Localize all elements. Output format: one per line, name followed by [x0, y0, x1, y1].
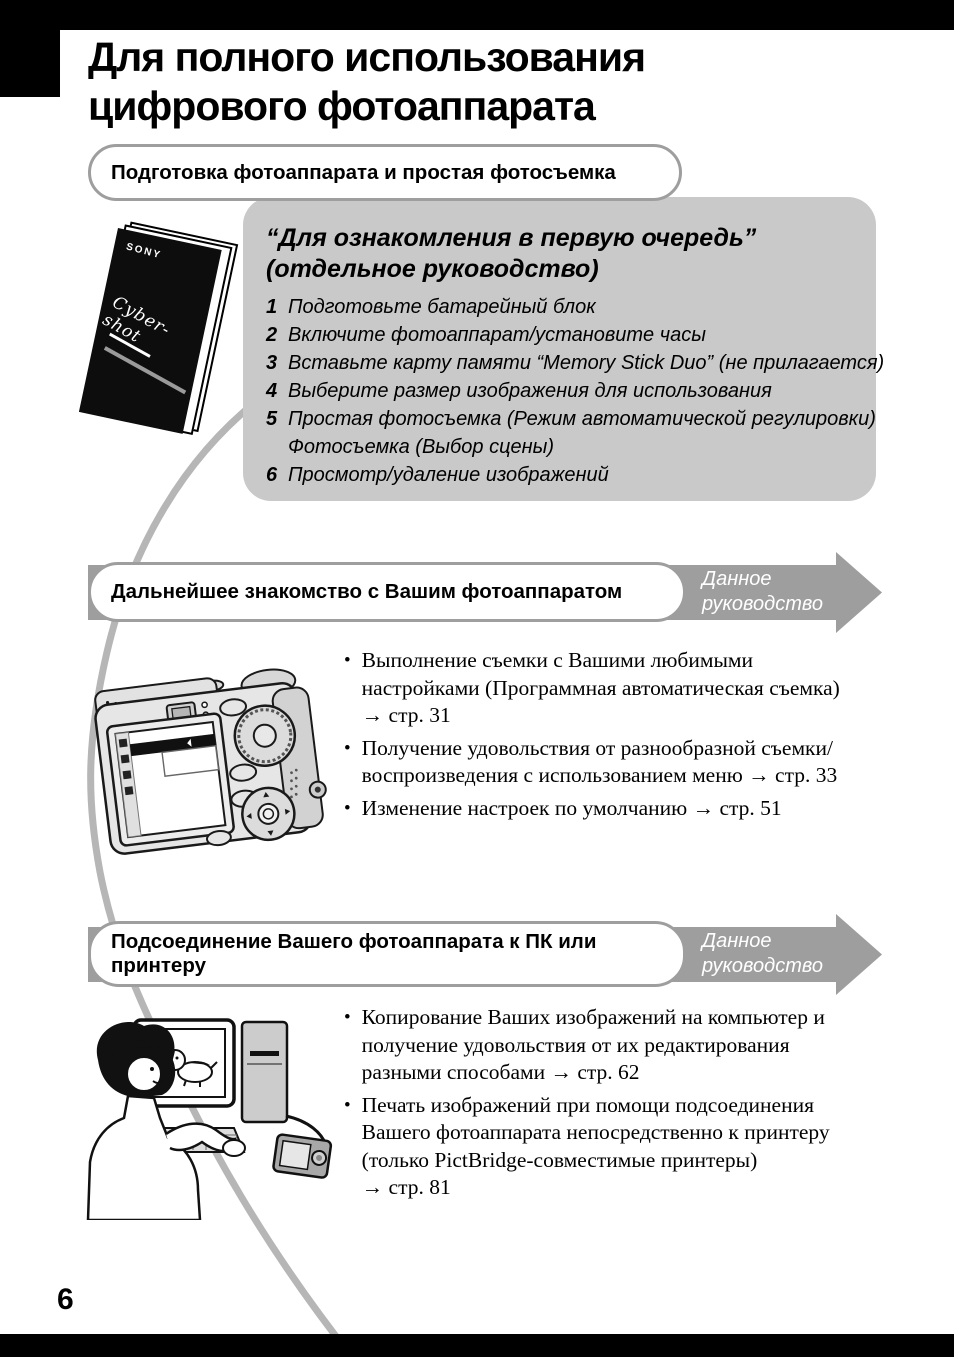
bullet-item: • Копирование Ваших изображений на компь… — [344, 1005, 825, 1084]
step-item: 6 Просмотр/удаление изображений — [266, 464, 609, 486]
bullet-item: • Получение удовольствия от разнообразно… — [344, 735, 838, 788]
section1-header-pill: Подготовка фотоаппарата и простая фотосъ… — [88, 144, 682, 201]
booklet-illustration: SONY Cyber-shot — [78, 216, 256, 456]
section2-bullets: • Выполнение съемки с Вашими любимыми на… — [344, 647, 840, 827]
page-title: Для полного использования цифрового фото… — [88, 34, 646, 129]
quickstart-steps: 1 Подготовьте батарейный блок 2 Включите… — [266, 293, 885, 489]
section2-arrow-label: Данное руководство — [702, 568, 823, 615]
bullet-item: • Выполнение съемки с Вашими любимыми на… — [344, 648, 840, 727]
mouse — [222, 1139, 246, 1157]
bullet-item: • Печать изображений при помощи подсоеди… — [344, 1092, 830, 1200]
section3-arrow-label: Данное руководство — [702, 930, 823, 977]
cybershot-logo: Cyber-shot — [99, 292, 174, 348]
section3-header-pill: Подсоединение Вашего фотоаппарата к ПК и… — [88, 921, 686, 987]
section1-header-label: Подготовка фотоаппарата и простая фотосъ… — [111, 160, 616, 184]
booklet-brand: SONY — [124, 241, 163, 262]
person-face — [126, 1056, 162, 1092]
computer-user-illustration — [86, 1018, 333, 1220]
lcd-menu-bar — [129, 733, 216, 757]
step-item: 2 Включите фотоаппарат/установите часы — [266, 324, 706, 346]
connected-camera — [272, 1133, 333, 1179]
step-item: 5 Простая фотосъемка (Режим автоматическ… — [266, 408, 876, 458]
section3-header-label: Подсоединение Вашего фотоаппарата к ПК и… — [111, 930, 597, 977]
step-item: 1 Подготовьте батарейный блок — [266, 296, 596, 318]
section3-bullets: • Копирование Ваших изображений на компь… — [344, 1004, 830, 1207]
person-body — [86, 1094, 202, 1220]
page-number: 6 — [57, 1283, 74, 1316]
bullet-item: • Изменение настроек по умолчанию → стр.… — [344, 795, 782, 820]
step-item: 4 Выберите размер изображения для исполь… — [266, 380, 772, 402]
top-black-bar — [0, 0, 954, 30]
pc-tower — [240, 1020, 289, 1124]
section2-header-label: Дальнейшее знакомство с Вашим фотоаппара… — [111, 580, 623, 603]
speaker-holes — [290, 768, 298, 799]
left-black-tab — [0, 0, 60, 97]
quickstart-box: “Для ознакомления в первую очередь” (отд… — [243, 197, 885, 501]
bottom-black-bar — [0, 1334, 954, 1357]
step-item: 3 Вставьте карту памяти “Memory Stick Du… — [266, 352, 885, 374]
quickstart-heading: “Для ознакомления в первую очередь” (отд… — [266, 224, 757, 283]
camera-back-illustration — [94, 668, 327, 855]
section2-header-pill: Дальнейшее знакомство с Вашим фотоаппара… — [88, 562, 686, 622]
